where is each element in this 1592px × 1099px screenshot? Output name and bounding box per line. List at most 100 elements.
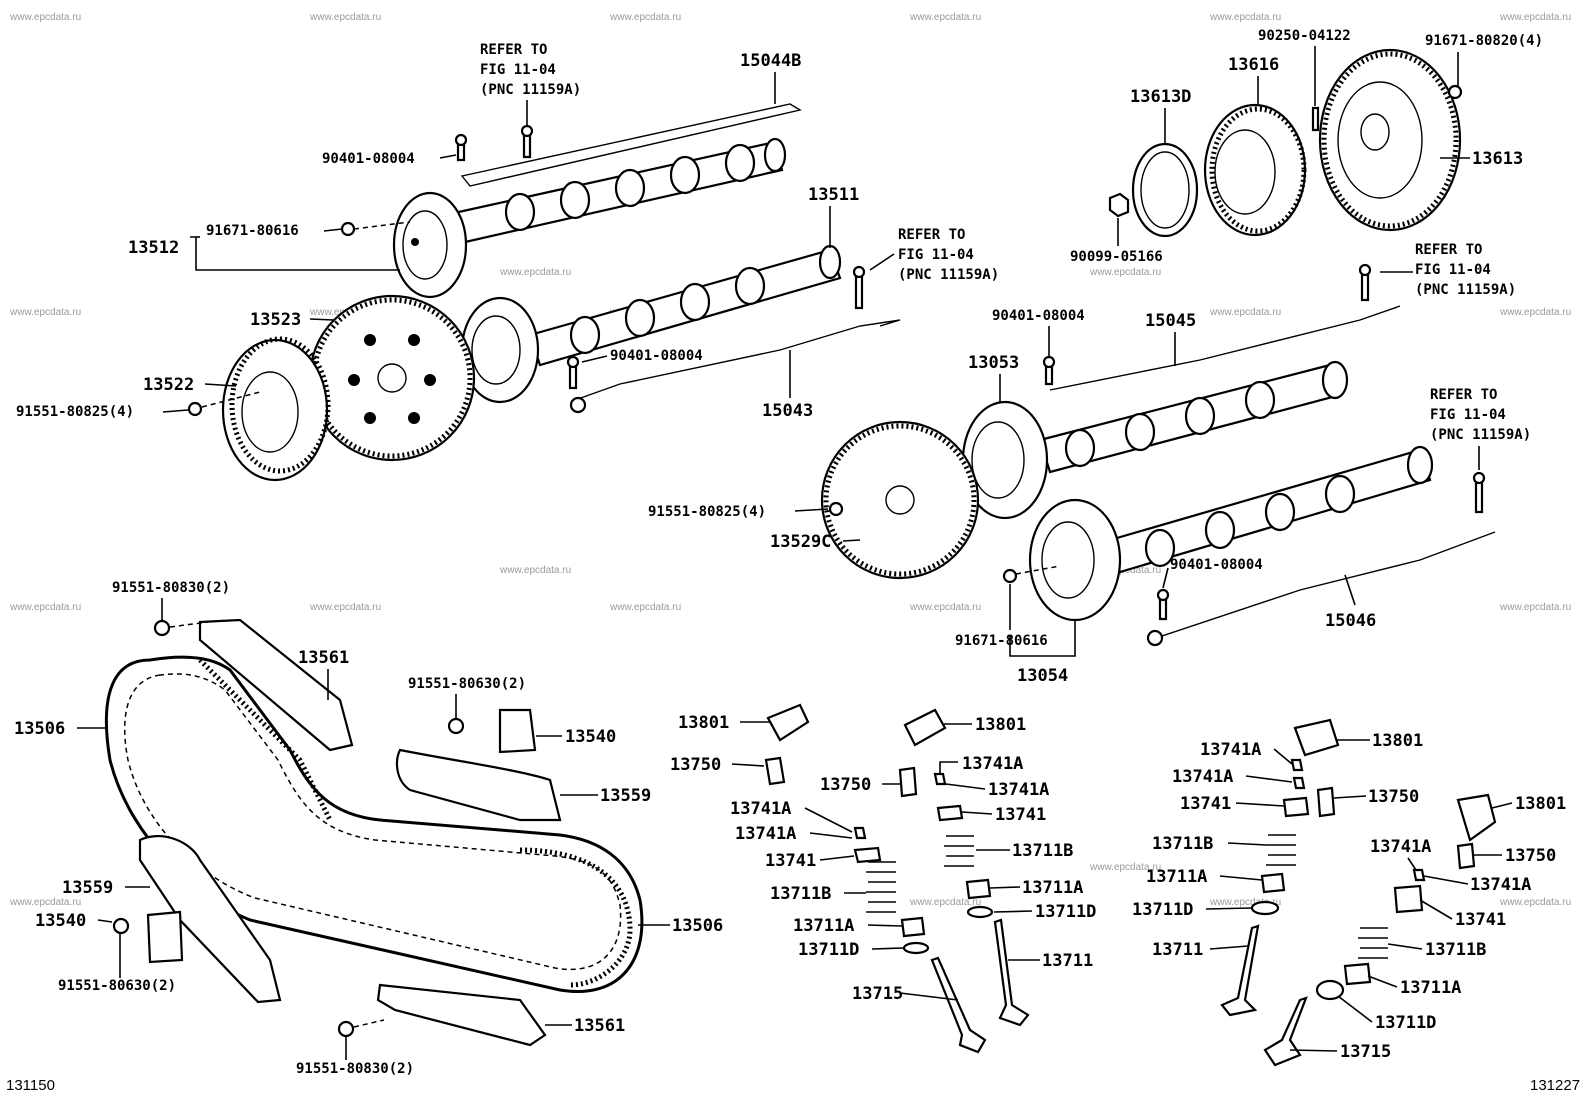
dashed-guide: [201, 391, 261, 408]
cover-plate-15046: [1149, 531, 1496, 641]
cam-gear-13054: [1028, 498, 1122, 622]
leader-line: [1423, 875, 1469, 885]
label-13561-a: 13561: [298, 648, 349, 668]
valve-key: [1412, 868, 1426, 882]
leader-line: [1491, 802, 1513, 809]
spring-seat-13711a: [1260, 872, 1286, 894]
label-13741-d: 13741: [1455, 910, 1506, 930]
label-13613: 13613: [1472, 149, 1523, 169]
refer-note-4-line1: REFER TO: [1430, 387, 1497, 403]
sprocket-teeth: [1209, 106, 1307, 234]
bolt-head: [520, 124, 534, 138]
label-13711a-c: 13711A: [1146, 867, 1207, 887]
figure-id-right: 131227: [1530, 1077, 1580, 1094]
label-13711a-b: 13711A: [1022, 878, 1083, 898]
label-91671-80616-a: 91671-80616: [206, 223, 299, 239]
sprocket-hole: [424, 374, 436, 386]
label-13801-a: 13801: [678, 713, 729, 733]
valve-seal-13711d: [1250, 900, 1280, 916]
label-13529c: 13529C: [770, 532, 831, 552]
label-91551-80830-b: 91551-80830(2): [296, 1061, 414, 1077]
label-13711d-b: 13711D: [1035, 902, 1096, 922]
leader-line: [869, 253, 895, 271]
cam-lobe: [559, 180, 591, 220]
chain-guide-13561-upper: [198, 618, 354, 752]
bolt-head: [852, 265, 866, 279]
label-91671-80820: 91671-80820(4): [1425, 33, 1543, 49]
label-13522: 13522: [143, 375, 194, 395]
rocker-arm-13801: [1293, 718, 1340, 757]
spring-seat-13711a: [1343, 962, 1372, 986]
pin-90250: [1311, 106, 1320, 132]
sprocket-hole: [408, 412, 420, 424]
valve-13711: [993, 918, 1030, 1027]
refer-note-2-line1: REFER TO: [898, 227, 965, 243]
dashed-guide: [169, 621, 209, 628]
bolt-head: [337, 1020, 355, 1038]
rocker-arm-13801: [903, 708, 947, 747]
valve-13715: [1263, 996, 1308, 1067]
leader-line: [1337, 995, 1373, 1023]
dashed-guide: [353, 221, 411, 230]
bolt-head: [153, 619, 171, 637]
label-13561-b: 13561: [574, 1016, 625, 1036]
label-13506-b: 13506: [672, 916, 723, 936]
label-13540-b: 13540: [35, 911, 86, 931]
label-13741a-c: 13741A: [962, 754, 1023, 774]
leader-line: [97, 919, 113, 923]
label-13711b-b: 13711B: [1012, 841, 1073, 861]
sprocket-13529c: [820, 420, 980, 580]
watermark: www.epcdata.ru: [9, 602, 81, 613]
lash-adjuster-13750: [764, 756, 786, 786]
watermark-layer: www.epcdata.ru www.epcdata.ru www.epcdat…: [9, 12, 1571, 908]
leader-line: [581, 355, 608, 363]
label-91551-80825-b: 91551-80825(4): [648, 504, 766, 520]
cam-end: [818, 244, 842, 280]
leader-line: [731, 763, 765, 767]
label-13711a-a: 13711A: [793, 916, 854, 936]
leader-line: [190, 236, 400, 271]
cam-lobe: [1064, 428, 1096, 468]
label-90250-04122: 90250-04122: [1258, 28, 1351, 44]
watermark: www.epcdata.ru: [909, 897, 981, 908]
spring-retainer-13741: [1282, 796, 1310, 818]
cam-lobe: [569, 315, 601, 355]
spring-retainer-13741: [853, 846, 882, 864]
label-13711d-d: 13711D: [1375, 1013, 1436, 1033]
label-90099-05166: 90099-05166: [1070, 249, 1163, 265]
label-13540-a: 13540: [565, 727, 616, 747]
label-91551-80630-a: 91551-80630(2): [408, 676, 526, 692]
leader-line: [1235, 802, 1285, 807]
leader-line: [1333, 795, 1367, 799]
cam-lobe: [1144, 528, 1176, 568]
bolt-head: [1156, 588, 1170, 602]
cam-gear-inner: [471, 315, 521, 385]
vvt-inner: [1337, 81, 1423, 199]
gear-13522: [221, 338, 329, 482]
refer-note-2-line3: (PNC 11159A): [898, 267, 999, 283]
leader-line: [162, 409, 189, 413]
label-13711d-a: 13711D: [798, 940, 859, 960]
label-13741-a: 13741: [765, 851, 816, 871]
vvt-hub: [1360, 113, 1390, 151]
cam-lobe: [724, 143, 756, 183]
vvt-13613: [1318, 48, 1462, 232]
leader-line: [1367, 975, 1398, 988]
tensioner-13540-lower: [146, 910, 184, 964]
cam-lobe: [614, 168, 646, 208]
bolt-head: [828, 501, 844, 517]
chain-damper-13559-lower: [138, 835, 282, 1004]
label-13711-b: 13711: [1152, 940, 1203, 960]
vvt-teeth: [1321, 51, 1459, 229]
bolt-head: [454, 133, 468, 147]
cover-plate-15045: [1049, 305, 1401, 391]
label-13559-b: 13559: [62, 878, 113, 898]
leader-line: [1273, 748, 1293, 765]
timing-chain-inner: [123, 673, 622, 971]
label-91551-80825-a: 91551-80825(4): [16, 404, 134, 420]
refer-note-1-line3: (PNC 11159A): [480, 82, 581, 98]
refer-note-1-line1: REFER TO: [480, 42, 547, 58]
label-13750-b: 13750: [820, 775, 871, 795]
bolt-head: [1002, 568, 1018, 584]
